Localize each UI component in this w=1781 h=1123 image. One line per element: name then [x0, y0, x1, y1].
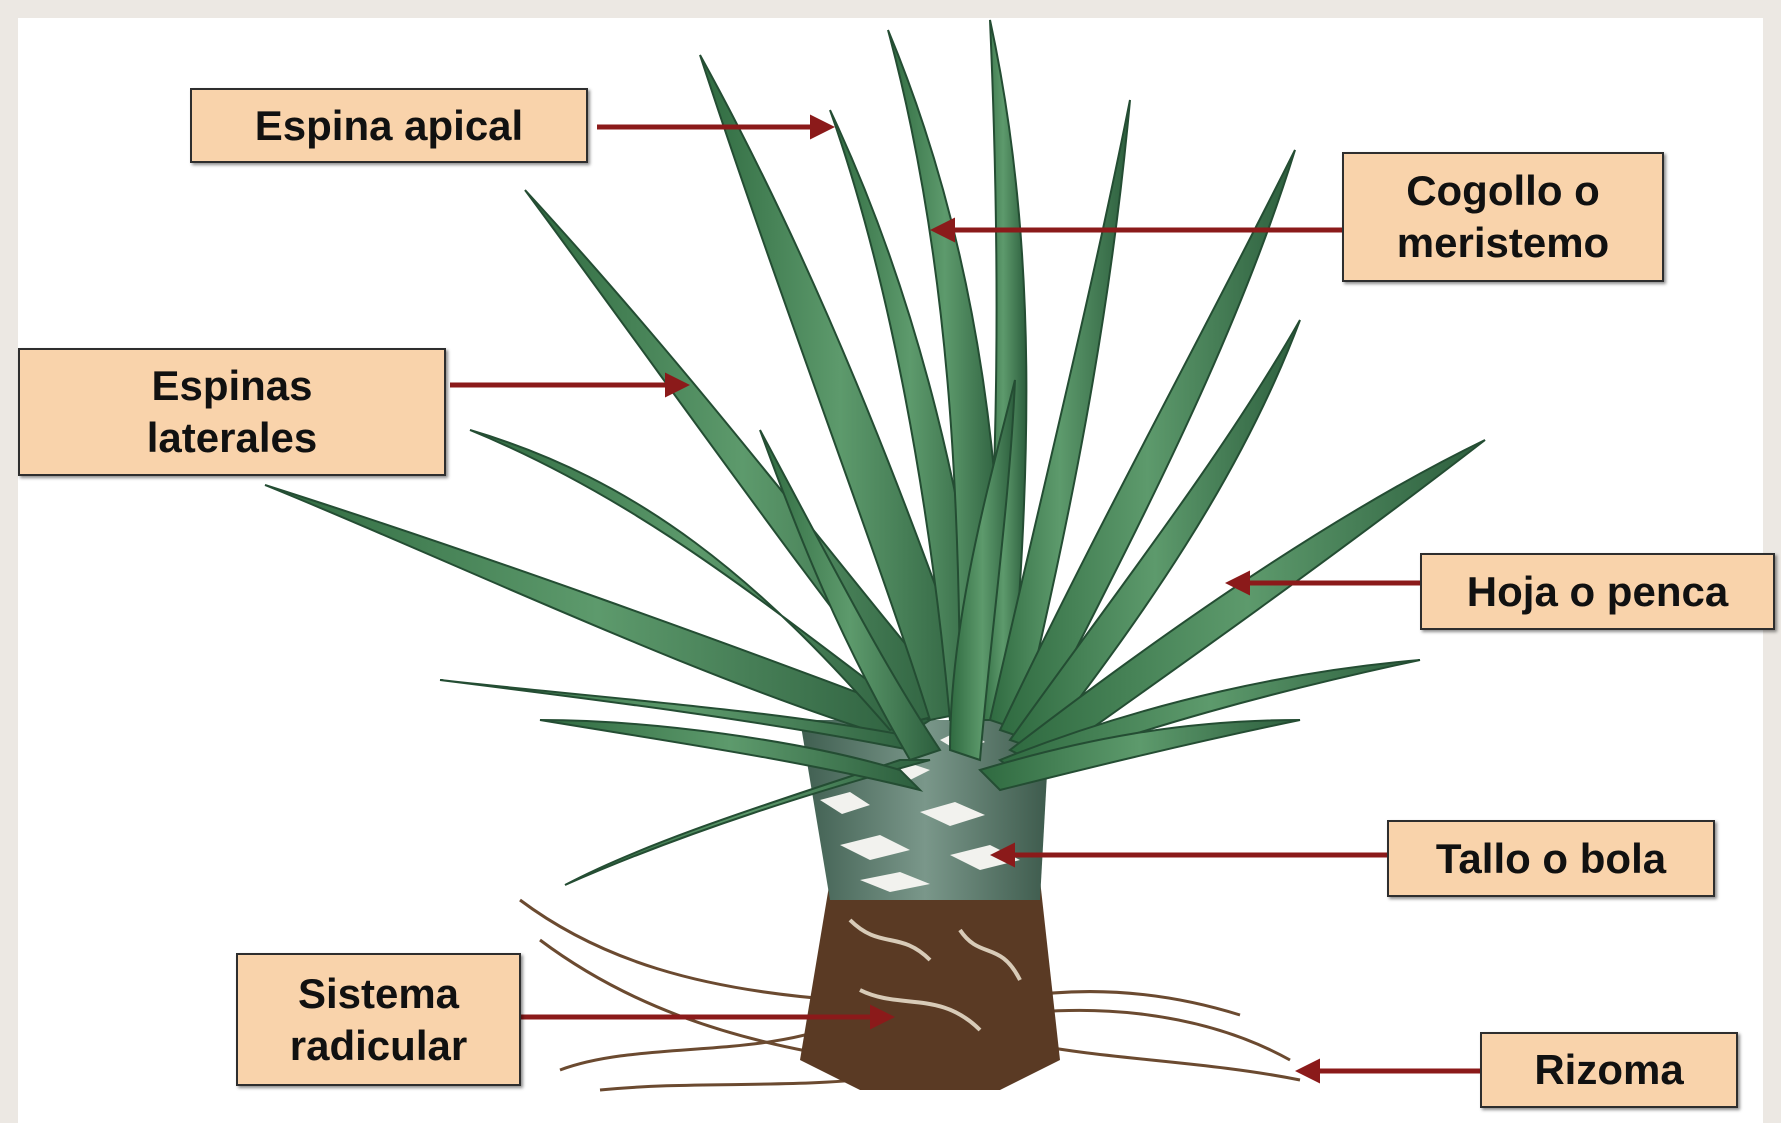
label-espina-apical-text: Espina apical: [255, 100, 523, 152]
label-rizoma: Rizoma: [1480, 1032, 1738, 1108]
label-tallo-bola: Tallo o bola: [1387, 820, 1715, 897]
label-cogollo-line1: Cogollo o: [1406, 165, 1600, 217]
root-mass: [800, 880, 1060, 1090]
label-cogollo-meristemo: Cogollo o meristemo: [1342, 152, 1664, 282]
label-cogollo-line2: meristemo: [1397, 217, 1609, 269]
label-tallo-text: Tallo o bola: [1436, 833, 1666, 885]
label-sistema-line2: radicular: [290, 1020, 467, 1072]
label-hoja-text: Hoja o penca: [1467, 566, 1728, 618]
label-rizoma-text: Rizoma: [1534, 1044, 1683, 1096]
label-espina-apical: Espina apical: [190, 88, 588, 163]
label-sistema-line1: Sistema: [298, 968, 459, 1020]
label-hoja-penca: Hoja o penca: [1420, 553, 1775, 630]
label-espinas-laterales: Espinas laterales: [18, 348, 446, 476]
label-espinas-line1: Espinas: [151, 360, 312, 412]
label-sistema-radicular: Sistema radicular: [236, 953, 521, 1086]
label-espinas-line2: laterales: [147, 412, 317, 464]
